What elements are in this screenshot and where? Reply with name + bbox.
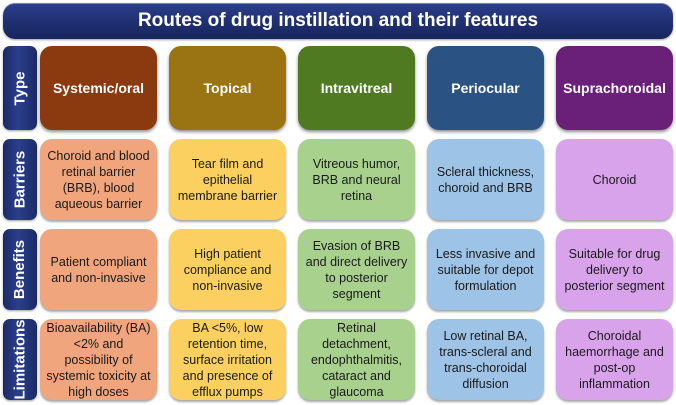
- type-periocular: Periocular: [427, 46, 544, 130]
- type-suprachoroidal: Suprachoroidal: [556, 46, 673, 130]
- row-label-limitations: Limitations: [3, 319, 37, 400]
- barriers-suprachoroidal: Choroid: [556, 139, 673, 220]
- type-systemic-oral: Systemic/oral: [40, 46, 157, 130]
- diagram-title: Routes of drug instillation and their fe…: [3, 3, 673, 39]
- benefits-suprachoroidal: Suitable for drug delivery to posterior …: [556, 229, 673, 310]
- limitations-systemic-oral: Bioavailability (BA) <2% and possibility…: [40, 319, 157, 400]
- row-label-benefits: Benefits: [3, 229, 37, 310]
- benefits-systemic-oral: Patient compliant and non-invasive: [40, 229, 157, 310]
- benefits-intravitreal: Evasion of BRB and direct delivery to po…: [298, 229, 415, 310]
- benefits-topical: High patient compliance and non-invasive: [169, 229, 286, 310]
- limitations-intravitreal: Retinal detachment, endophthalmitis, cat…: [298, 319, 415, 400]
- row-label-barriers: Barriers: [3, 139, 37, 220]
- limitations-suprachoroidal: Choroidal haemorrhage and post-op inflam…: [556, 319, 673, 400]
- barriers-periocular: Scleral thickness, choroid and BRB: [427, 139, 544, 220]
- benefits-periocular: Less invasive and suitable for depot for…: [427, 229, 544, 310]
- barriers-systemic-oral: Choroid and blood retinal barrier (BRB),…: [40, 139, 157, 220]
- barriers-topical: Tear film and epithelial membrane barrie…: [169, 139, 286, 220]
- barriers-intravitreal: Vitreous humor, BRB and neural retina: [298, 139, 415, 220]
- limitations-periocular: Low retinal BA, trans-scleral and trans-…: [427, 319, 544, 400]
- limitations-topical: BA <5%, low retention time, surface irri…: [169, 319, 286, 400]
- type-topical: Topical: [169, 46, 286, 130]
- row-label-type: Type: [3, 46, 37, 130]
- type-intravitreal: Intravitreal: [298, 46, 415, 130]
